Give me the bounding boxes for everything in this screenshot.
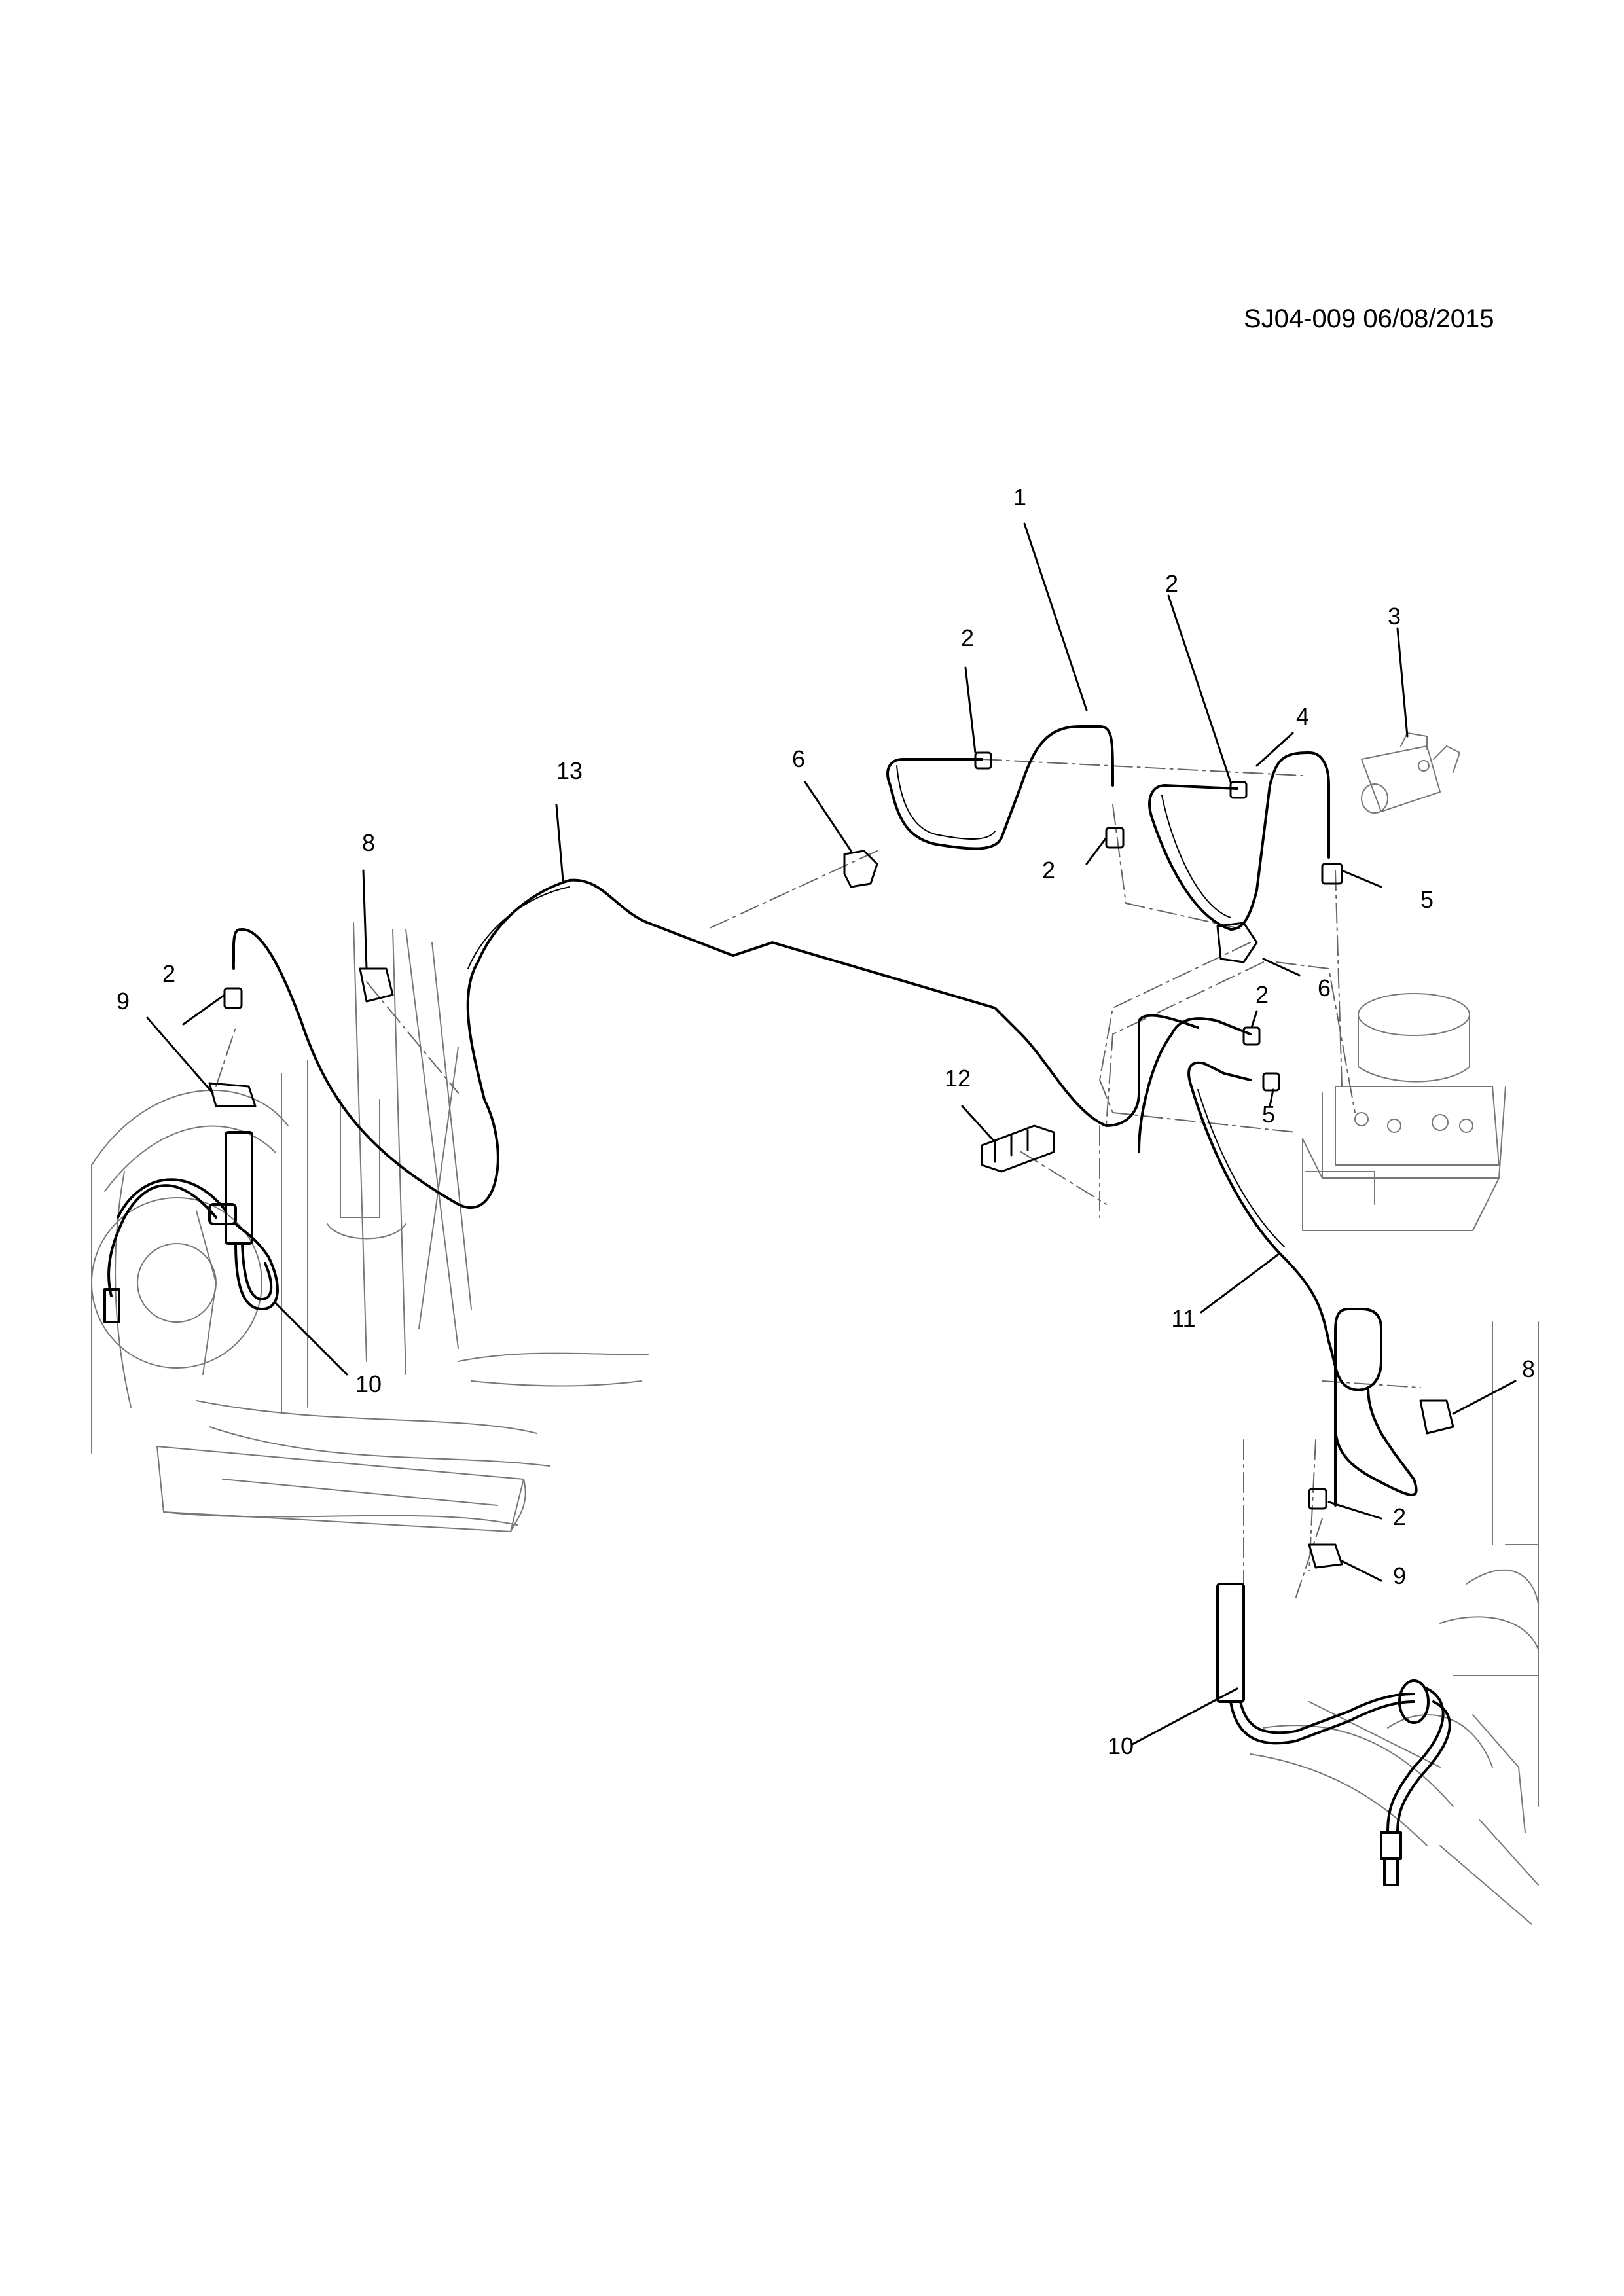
nut-5-top: [1321, 863, 1343, 885]
callout-13: 13: [556, 757, 583, 784]
callout-9: 9: [1392, 1562, 1407, 1589]
clip-9-right: [1308, 1543, 1343, 1569]
clip-12: [981, 1124, 1055, 1173]
callout-6: 6: [791, 745, 806, 772]
fitting-2-right: [1308, 1488, 1327, 1510]
callout-9: 9: [116, 988, 130, 1014]
callout-12: 12: [944, 1065, 971, 1092]
brake-line-4: [1148, 751, 1330, 931]
callout-1: 1: [1013, 484, 1027, 511]
clip-6-mid: [1216, 922, 1258, 963]
callout-6: 6: [1317, 975, 1331, 1001]
callout-2: 2: [162, 960, 176, 987]
clip-6-top: [843, 850, 878, 888]
background-structure: [91, 732, 1539, 1925]
callout-10: 10: [1107, 1732, 1134, 1759]
fitting-2-mid: [1242, 1026, 1261, 1046]
clips: [208, 850, 1454, 1569]
callout-2: 2: [960, 624, 975, 651]
callout-8: 8: [1521, 1355, 1536, 1382]
callout-2: 2: [1164, 570, 1179, 597]
clip-9-left: [208, 1082, 257, 1107]
callout-5: 5: [1261, 1101, 1276, 1128]
nut-5-mid: [1262, 1072, 1280, 1092]
fitting-2-top-right: [1229, 781, 1248, 799]
callout-2: 2: [1255, 981, 1269, 1008]
fitting-2-top-mid: [1105, 827, 1125, 849]
callout-2: 2: [1392, 1503, 1407, 1530]
brake-line-11: [1187, 1061, 1418, 1496]
callout-8: 8: [361, 829, 376, 856]
leader-lines: [215, 759, 1421, 1598]
brake-line-abs-upper: [1138, 1017, 1252, 1153]
callout-10: 10: [355, 1371, 382, 1397]
callout-leaders: [146, 522, 1517, 1746]
callout-11: 11: [1171, 1305, 1196, 1332]
brake-line-1: [886, 725, 1114, 850]
fitting-2-top-left: [974, 751, 992, 770]
callout-5: 5: [1420, 886, 1434, 913]
fittings: [223, 751, 1343, 1510]
callout-2: 2: [1041, 857, 1056, 884]
clip-8-right: [1419, 1399, 1454, 1435]
callout-3: 3: [1387, 603, 1401, 630]
clip-8-left: [359, 967, 394, 1003]
diagram-id: SJ04-009 06/08/2015: [1243, 304, 1494, 333]
fitting-2-left: [223, 987, 243, 1009]
brake-hose-10-right: [1216, 1583, 1451, 1886]
brake-hose-10-left: [103, 1131, 279, 1323]
brake-line-13: [232, 878, 1199, 1210]
callout-4: 4: [1295, 703, 1310, 730]
